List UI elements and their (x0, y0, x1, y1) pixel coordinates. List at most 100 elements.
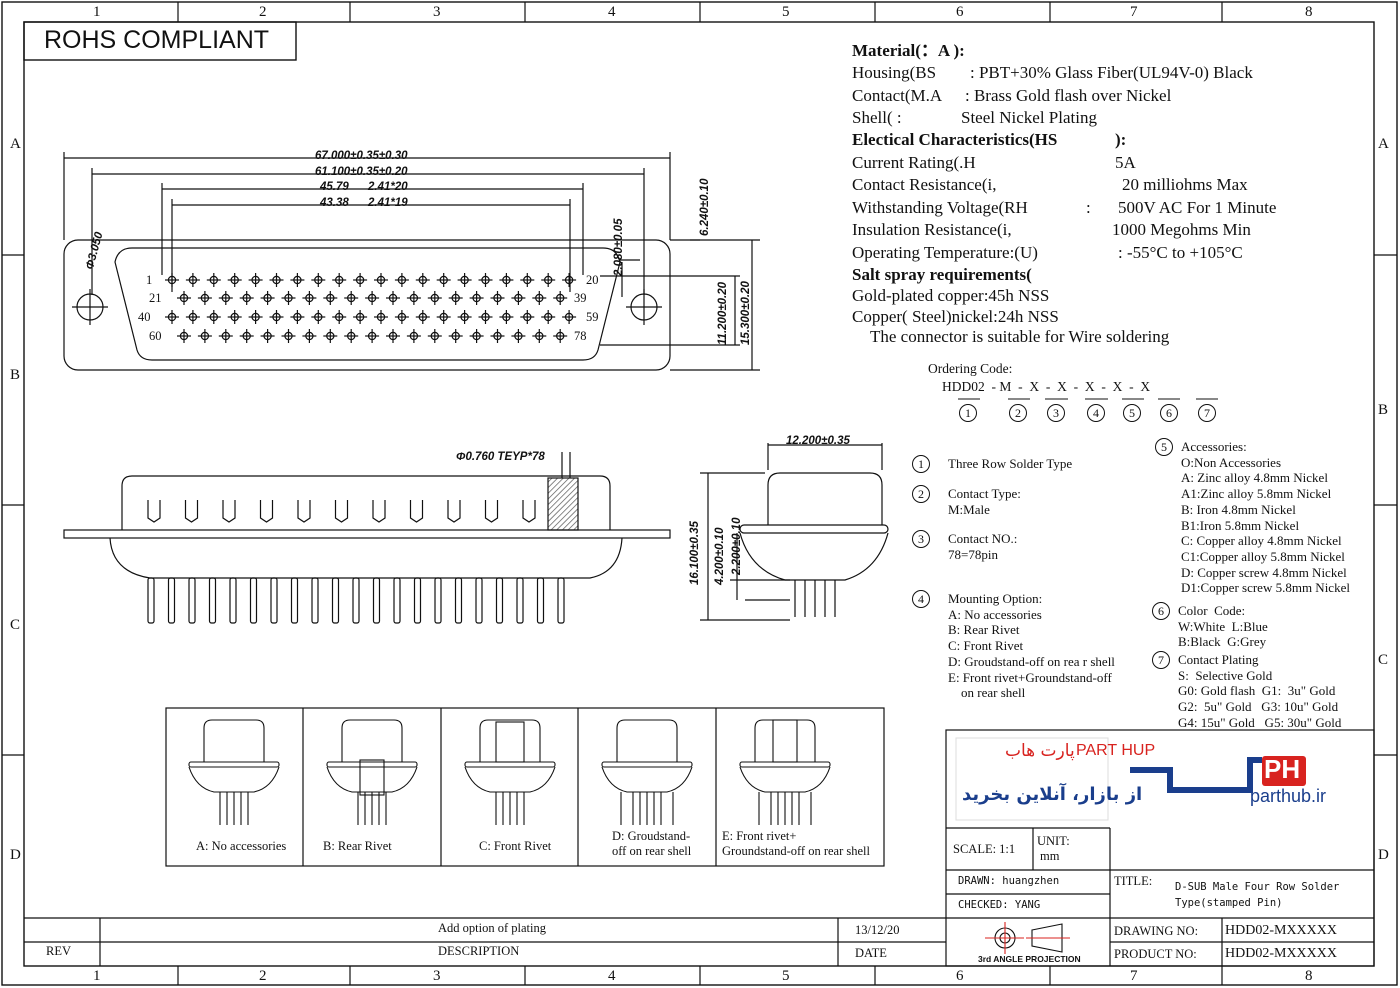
option-circle: 4 (912, 590, 930, 608)
contact-label: Contact(M.A (852, 86, 943, 105)
pin-r1-18 (520, 273, 535, 287)
side-leg-18 (495, 577, 504, 624)
option-7-line-2: S: Selective Gold (1178, 667, 1273, 683)
option-3-line-1: Contact NO.: (948, 531, 1018, 546)
pin-r2-16 (490, 291, 505, 305)
pin-r3-11 (374, 310, 388, 324)
option-2-marker: 2 (912, 485, 930, 503)
option-3-marker: 3 (912, 530, 930, 548)
option-6-line-1: Color Code: (1178, 603, 1246, 618)
ordering-title: Ordering Code: (928, 361, 1013, 376)
pin-r3-3 (206, 310, 221, 324)
pin-r2-3 (218, 291, 233, 305)
grid-col-5: 5 (782, 4, 790, 20)
side-slot-8 (409, 500, 424, 523)
pin-r1-6 (269, 273, 284, 287)
grid-row-right-A: A (1378, 136, 1389, 152)
revision-date: 13/12/20 (855, 923, 900, 937)
option-circle: 1 (912, 455, 930, 473)
pin-r4-17 (511, 329, 526, 343)
side-leg-7 (270, 577, 278, 624)
mount-label-4-1: D: Groudstand- (612, 829, 691, 843)
pin-r1-2 (185, 273, 200, 287)
option-5-line-8: C1:Copper alloy 5.8mm Nickel (1181, 548, 1345, 564)
option-4-line-2: A: No accessories (948, 606, 1042, 622)
side-slot-11 (522, 500, 536, 523)
order-num-circle: 3 (1047, 404, 1065, 422)
pin-r1-17 (499, 273, 514, 287)
pin-r4-2 (197, 329, 212, 343)
end-view (700, 443, 889, 621)
salt-gold: Gold-plated copper:45h NSS (852, 286, 1050, 305)
pin-r4-6 (281, 329, 296, 343)
option-4-line-3: B: Rear Rivet (948, 622, 1020, 638)
side-leg-20 (536, 577, 545, 624)
scale: SCALE: 1:1 (953, 842, 1016, 856)
product-no: HDD02-MXXXXX (1225, 946, 1337, 961)
pin-r2-15 (469, 291, 484, 305)
grid-row-right-B: B (1378, 402, 1389, 418)
side-leg-5 (229, 577, 237, 624)
pin-r1-20 (562, 273, 577, 287)
salt-steel: Copper( Steel)nickel:24h NSS (852, 307, 1059, 326)
pin-r3-15 (457, 310, 472, 324)
electrical-heading-tail: ): (1115, 130, 1127, 149)
logo-url: parthub.ir (1250, 786, 1327, 806)
pin-r1-11 (374, 273, 388, 287)
pin-r1-15 (457, 273, 472, 287)
grid-col-1: 1 (93, 4, 101, 20)
rohs-box (23, 21, 297, 61)
order-num-circle: 5 (1123, 404, 1141, 422)
mount-icons (188, 719, 831, 825)
option-7-line-4: G2: 5u" Gold G3: 10u" Gold (1178, 699, 1339, 715)
pin-label-60: 60 (149, 329, 162, 343)
dim-v2: 2.080±0.05 (613, 218, 625, 276)
pin-r3-17 (499, 310, 514, 324)
option-5-line-7: C: Copper alloy 4.8mm Nickel (1181, 533, 1342, 549)
shell-label: Shell( : (852, 108, 902, 127)
drawn-by: DRAWN: huangzhen (958, 875, 1060, 887)
projection-symbol (985, 922, 1070, 954)
mount-table (165, 707, 885, 867)
side-slot-4 (259, 500, 274, 523)
side-slot-10 (484, 500, 499, 523)
pin-r3-18 (520, 310, 535, 324)
option-2-line-2: M:Male (948, 501, 990, 517)
pin-r2-13 (427, 291, 442, 305)
grid-row-B: B (10, 367, 21, 383)
side-slot-7 (372, 500, 386, 523)
option-3-line-2: 78=78pin (948, 546, 998, 562)
mount-label-4-2: off on rear shell (612, 844, 692, 858)
pin-r4-18 (532, 329, 547, 343)
dim-overall-width: 67.000±0.35±0.30 (315, 150, 408, 162)
pin-r2-18 (532, 291, 547, 305)
description-label: DESCRIPTION (438, 944, 520, 958)
pin-r3-2 (185, 310, 200, 324)
pin-r3-12 (394, 310, 409, 324)
insulation-label: Insulation Resistance(i, (852, 220, 1012, 239)
pin-r2-9 (344, 291, 359, 305)
revision-change: Add option of plating (438, 921, 546, 935)
pin-r4-14 (448, 329, 463, 343)
pin-r4-16 (490, 329, 505, 343)
grid-col-bottom-7: 7 (1130, 968, 1138, 984)
side-leg-12 (372, 577, 381, 624)
wire-note: The connector is suitable for Wire solde… (870, 327, 1170, 346)
pin-r1-16 (478, 273, 493, 287)
housing-label: Housing(BS (852, 63, 937, 82)
mount-label-3-1: C: Front Rivet (479, 839, 552, 853)
grid-row-right-C: C (1378, 652, 1389, 668)
pin-r3-9 (332, 310, 347, 324)
side-leg-9 (311, 577, 319, 624)
pin-label-1: 1 (146, 273, 153, 287)
option-circle: 5 (1155, 438, 1173, 456)
side-pin-legs (147, 577, 565, 624)
grid-col-bottom-2: 2 (259, 968, 267, 984)
front-view (63, 152, 760, 371)
rohs-label: ROHS COMPLIANT (44, 26, 270, 54)
title-label: TITLE: (1114, 874, 1153, 888)
grid-col-bottom-6: 6 (956, 968, 964, 984)
pin-r3-16 (478, 310, 493, 324)
side-slot-6 (334, 500, 349, 523)
